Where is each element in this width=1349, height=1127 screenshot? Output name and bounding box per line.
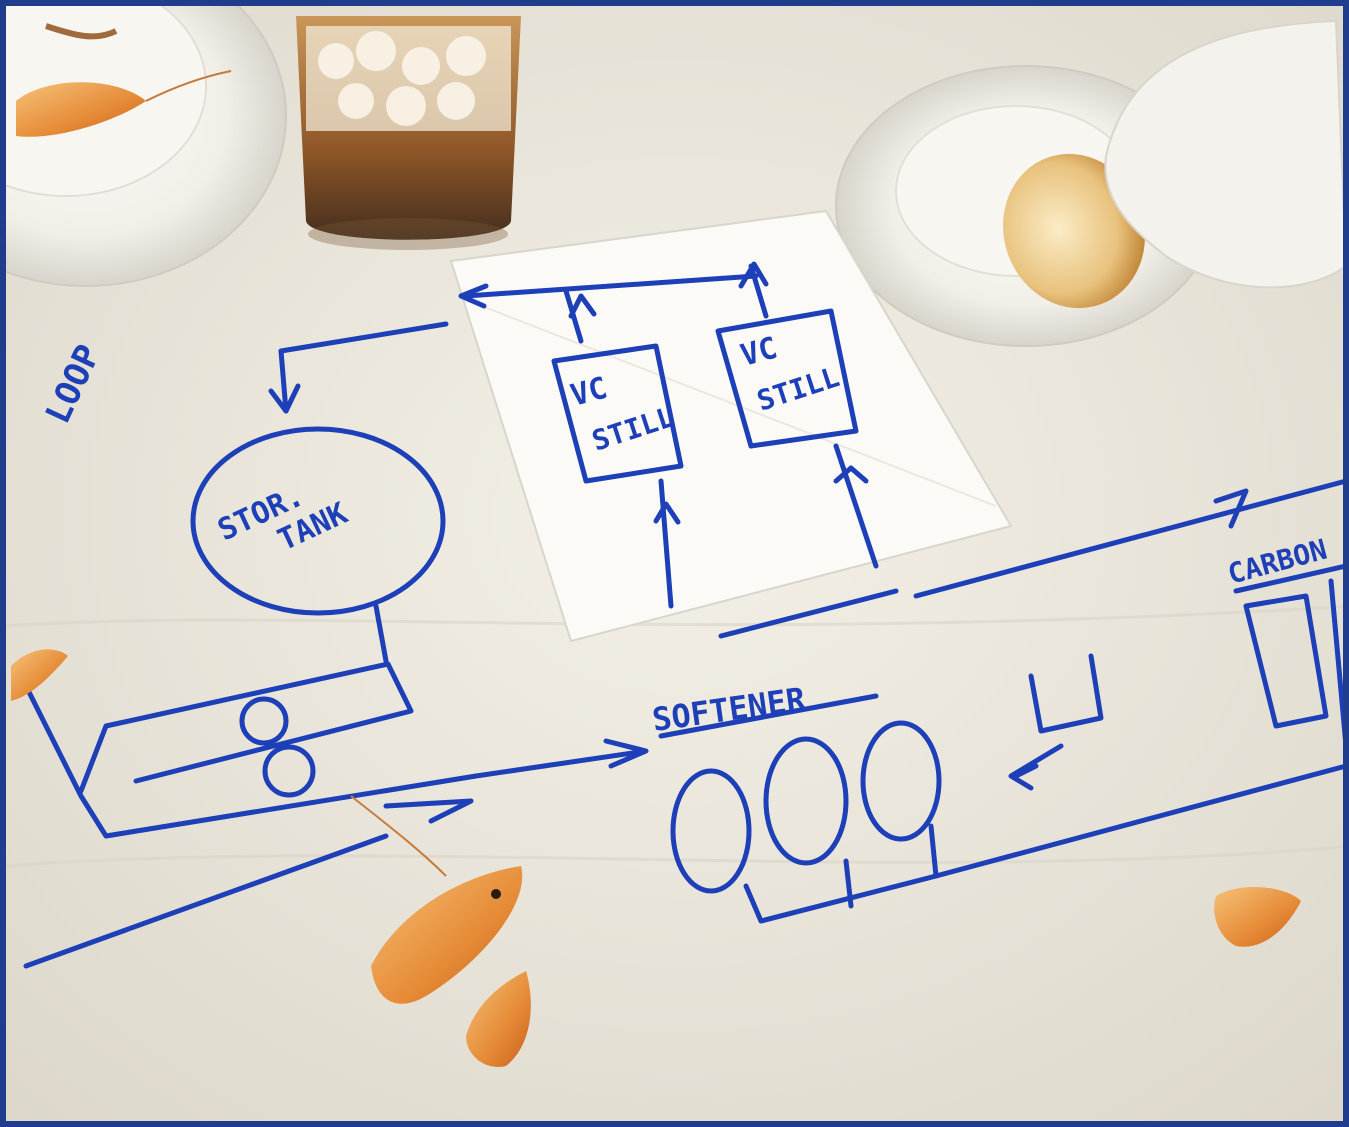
dinner-plate [6,6,287,287]
iced-tea-glass [296,16,521,250]
shrimp-shells [11,649,1301,1067]
crumpled-napkin [1104,19,1343,289]
still-box-2 [715,308,859,449]
softener-vessel-2 [763,736,849,866]
storage-tank [190,426,446,616]
still-box-1 [551,343,684,484]
paper-napkin [449,209,1013,643]
napkin-sketch-photo: LOOP STOR. TANK VC STILL VC STILL SOFTEN… [6,6,1343,1121]
softener-vessel-1 [670,768,752,894]
ink-diagram [23,261,1343,969]
softener-vessel-3 [860,720,942,842]
carbon-filter [1243,593,1329,729]
